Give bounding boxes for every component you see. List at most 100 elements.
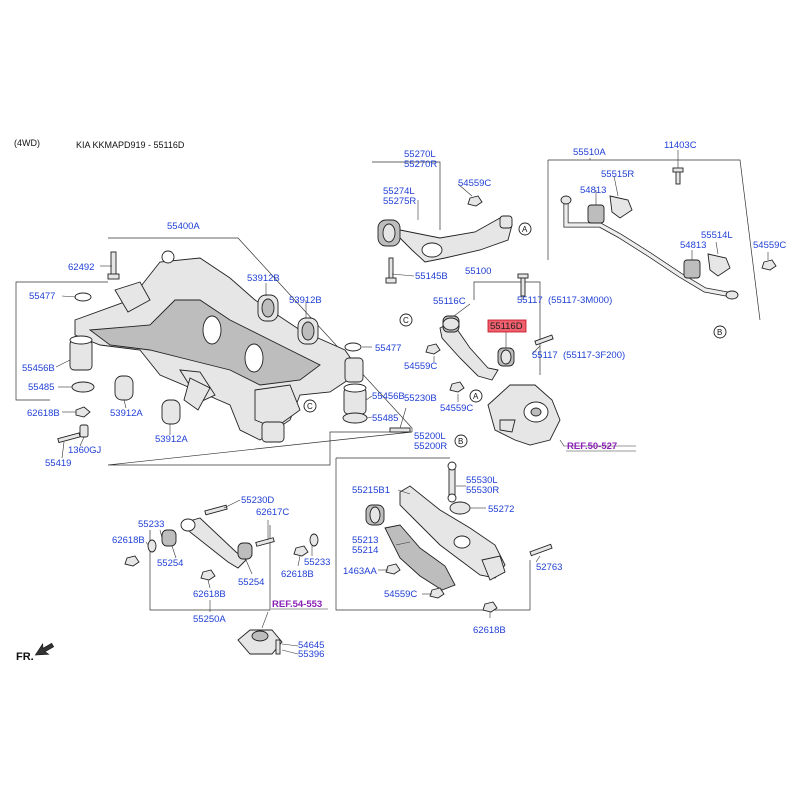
label-55485-right[interactable]: 55485 [372,413,398,424]
rear-subframe[interactable] [74,250,361,443]
label-62618b-c[interactable]: 62618B [112,535,145,546]
nut-54559c-c[interactable] [449,381,465,393]
bracket-55515r[interactable] [609,195,633,219]
label-55510a[interactable]: 55510A [573,147,606,158]
end-link-55530[interactable] [447,461,457,503]
label-53912b-a[interactable]: 53912B [247,273,280,284]
nut-62618b-c[interactable] [124,555,140,567]
label-55275r[interactable]: 55275R [383,196,416,207]
label-55515r[interactable]: 55515R [601,169,634,180]
label-55419[interactable]: 55419 [45,458,71,469]
label-55456b-right[interactable]: 55456B [372,391,405,402]
label-54813-b[interactable]: 54813 [680,240,706,251]
trailing-arm-55270[interactable] [377,215,513,263]
nut-62618b-left[interactable] [75,406,91,418]
label-54645[interactable]: 54645 [298,640,324,651]
bolt-11403c[interactable] [672,167,684,185]
bushing-53912a-a[interactable] [114,375,134,401]
callout-a-2[interactable]: A [469,389,483,403]
label-52763[interactable]: 52763 [536,562,562,573]
label-53912a-b[interactable]: 53912A [155,434,188,445]
bolt-55145b[interactable] [385,257,397,284]
bushing-53912b-b[interactable] [297,317,319,345]
label-55400a[interactable]: 55400A [167,221,200,232]
bolt-55419[interactable] [57,432,81,444]
nut-62618b-arm[interactable] [482,601,498,613]
rear-knuckle-55200[interactable] [487,384,561,446]
label-62492[interactable]: 62492 [68,262,94,273]
bolt-62617c[interactable] [255,537,275,547]
label-55396[interactable]: 55396 [298,649,324,660]
label-55200l[interactable]: 55200L [414,431,446,442]
bushing-54645[interactable] [237,629,283,655]
clip-1360gj[interactable] [79,424,89,438]
label-55145b[interactable]: 55145B [415,271,448,282]
callout-b-2[interactable]: B [454,434,468,448]
ref-50-527[interactable]: REF.50-527 [567,441,617,452]
bushing-55456b-left[interactable] [69,335,93,371]
callout-b-1[interactable]: B [713,325,727,339]
bushing-55456b-right[interactable] [343,383,367,415]
bushing-55116c[interactable] [442,317,460,331]
label-62617c[interactable]: 62617C [256,507,289,518]
nut-54559c-a[interactable] [467,195,483,207]
label-55233-b[interactable]: 55233 [304,557,330,568]
nut-62618b-d[interactable] [293,545,309,557]
label-55254-b[interactable]: 55254 [238,577,264,588]
assist-arm-55250a[interactable] [161,517,253,569]
label-55230b[interactable]: 55230B [404,393,437,404]
label-55250a[interactable]: 55250A [193,614,226,625]
label-55456b-left[interactable]: 55456B [22,363,55,374]
label-53912b-b[interactable]: 53912B [289,295,322,306]
callout-c-1[interactable]: C [399,313,413,327]
label-1463aa[interactable]: 1463AA [343,566,377,577]
label-54559c-b[interactable]: 54559C [404,361,437,372]
stopper-55477-right[interactable] [344,342,364,383]
label-55485-left[interactable]: 55485 [28,382,54,393]
label-55100[interactable]: 55100 [465,266,491,277]
label-55477-right[interactable]: 55477 [375,343,401,354]
washer-55485-right[interactable] [342,412,368,424]
label-55270r[interactable]: 55270R [404,159,437,170]
label-55514l[interactable]: 55514L [701,230,733,241]
label-55530r[interactable]: 55530R [466,485,499,496]
label-54813-a[interactable]: 54813 [580,185,606,196]
label-55213[interactable]: 55213 [352,535,378,546]
label-62618b-e[interactable]: 62618B [193,589,226,600]
label-11403c[interactable]: 11403C [664,140,697,151]
label-55230d[interactable]: 55230D [241,495,274,506]
washer-55233-a[interactable] [147,539,157,553]
label-55233-a[interactable]: 55233 [138,519,164,530]
bushing-54813-b[interactable] [683,259,701,279]
bolt-55117-a[interactable] [517,273,529,297]
label-55214[interactable]: 55214 [352,545,378,556]
label-55272[interactable]: 55272 [488,504,514,515]
bolt-62492[interactable] [107,251,120,280]
bolt-1463aa[interactable] [385,563,401,575]
label-54559c-d[interactable]: 54559C [753,240,786,251]
label-55116d[interactable]: 55116D [490,321,523,332]
label-55270l[interactable]: 55270L [404,149,436,160]
label-1360gj[interactable]: 1360GJ [68,445,102,456]
label-55117-a[interactable]: 55117 [517,295,543,306]
nut-62618b-e[interactable] [200,569,216,581]
bolt-55230d[interactable] [204,504,228,516]
bolt-55396[interactable] [275,639,281,655]
nut-54559c-e[interactable] [429,587,445,599]
ref-54-553[interactable]: REF.54-553 [272,599,322,610]
label-53912a-a[interactable]: 53912A [110,408,143,419]
bolt-55230b[interactable] [389,427,411,433]
nut-54559c-b[interactable] [425,343,441,355]
bushing-55215b1[interactable] [365,504,385,526]
label-54559c-a[interactable]: 54559C [458,178,491,189]
bushing-55116d[interactable] [497,347,515,367]
bolt-52763[interactable] [529,543,553,557]
label-62618b-arm[interactable]: 62618B [473,625,506,636]
label-54559c-c[interactable]: 54559C [440,403,473,414]
bushing-53912b-a[interactable] [257,294,279,322]
callout-a-1[interactable]: A [518,222,532,236]
label-55215b1[interactable]: 55215B1 [352,485,390,496]
label-54559c-e[interactable]: 54559C [384,589,417,600]
label-55116c[interactable]: 55116C [433,296,466,307]
stopper-55477-left[interactable] [74,292,92,302]
